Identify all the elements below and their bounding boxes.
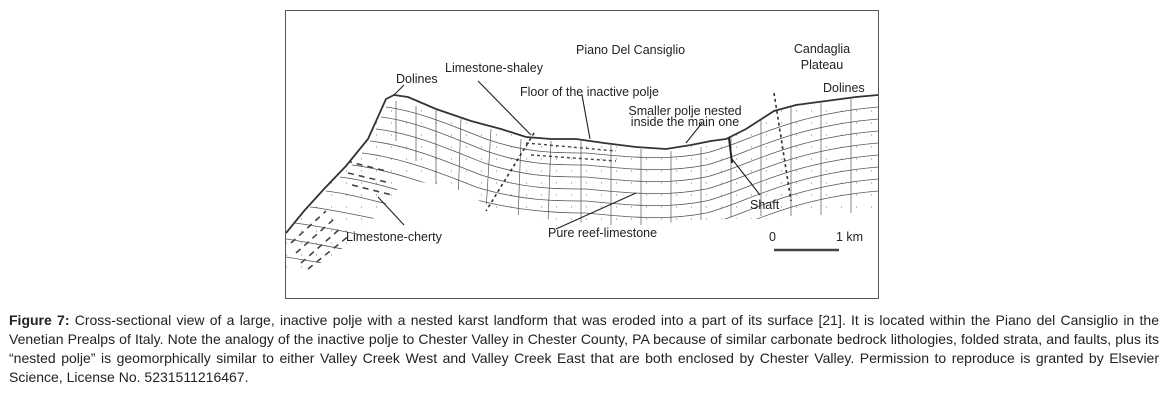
leader-shaft — [731, 158, 761, 196]
label-smaller-line1: Smaller polje nested — [628, 104, 742, 118]
scale-label-zero: 0 — [769, 230, 776, 244]
leader-limestone-shaley — [477, 80, 532, 136]
label-pure-reef-limestone: Pure reef-limestone — [548, 226, 658, 240]
label-limestone-cherty: Limestone-cherty — [346, 230, 442, 244]
leader-smaller-polje — [685, 122, 703, 144]
figure-frame: Piano Del Cansiglio Candaglia Plateau Do… — [285, 10, 879, 299]
label-candaglia-line1: Candaglia — [793, 42, 851, 56]
label-candaglia-plateau: Candaglia Plateau — [790, 43, 854, 72]
stratum-line — [286, 256, 377, 270]
shaft-line — [728, 137, 733, 164]
caption-label: Figure 7: — [9, 312, 70, 328]
stratum-line — [385, 106, 878, 159]
leader-floor — [581, 94, 591, 140]
vertical-joints — [395, 99, 852, 231]
stratum-line — [380, 116, 878, 171]
cherty-dashes — [290, 160, 393, 270]
label-smaller-polje: Smaller polje nested inside the main one — [620, 104, 750, 129]
stratum-line — [361, 152, 878, 207]
label-piano-del-cansiglio: Piano Del Cansiglio — [576, 43, 686, 57]
strata-outline — [286, 94, 878, 234]
shaley-layer — [525, 142, 617, 162]
leader-dolines-left — [393, 84, 405, 96]
label-dolines-left: Dolines — [396, 72, 438, 86]
label-candaglia-line2: Plateau — [800, 58, 844, 72]
scale-label-km: 1 km — [836, 230, 864, 244]
label-shaft: Shaft — [750, 198, 780, 212]
caption-text: Cross-sectional view of a large, inactiv… — [9, 312, 1159, 385]
stratum-line — [375, 128, 878, 183]
left-fault — [485, 132, 535, 212]
stratum-line — [309, 206, 437, 230]
figure-caption: Figure 7: Cross-sectional view of a larg… — [9, 311, 1159, 387]
label-floor-inactive-polje: Floor of the inactive polje — [520, 85, 659, 99]
label-smaller-line2: inside the main one — [630, 115, 740, 129]
label-limestone-shaley: Limestone-shaley — [445, 61, 543, 75]
leader-pure-reef — [555, 192, 637, 230]
leader-limestone-cherty — [377, 196, 405, 226]
right-fault — [773, 92, 792, 202]
stratum-line — [369, 140, 878, 195]
label-dolines-right: Dolines — [823, 81, 865, 95]
cross-section-diagram — [286, 80, 878, 270]
